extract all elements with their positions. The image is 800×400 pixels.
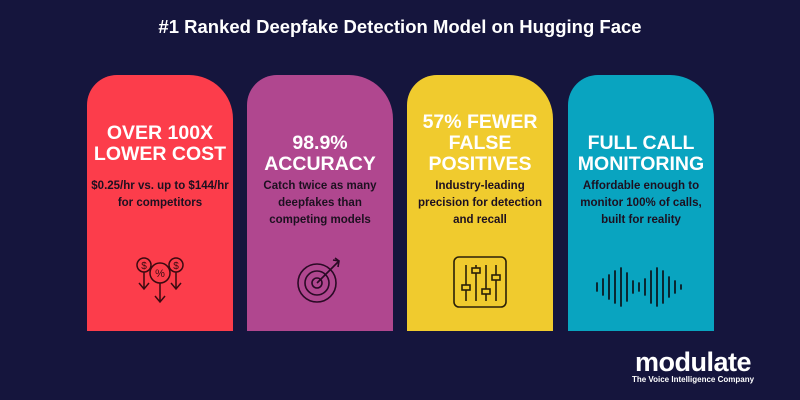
card-accuracy: 98.9% ACCURACY Catch twice as many deepf…	[247, 75, 393, 331]
card-body: Affordable enough to monitor 100% of cal…	[580, 180, 702, 226]
modulate-logo: modulate The Voice Intelligence Company	[618, 347, 768, 385]
card-heading: FULL CALL MONITORING	[577, 132, 705, 175]
svg-text:%: %	[155, 268, 165, 280]
sliders-icon	[453, 256, 507, 308]
target-icon	[297, 257, 340, 303]
card-heading: 57% FEWER FALSE POSITIVES	[422, 111, 538, 175]
soundwave-icon	[596, 267, 682, 307]
card-false-positives: 57% FEWER FALSE POSITIVES Industry-leadi…	[407, 75, 553, 331]
cost-reduction-icon: $ $ %	[136, 257, 184, 304]
card-heading: OVER 100X LOWER COST	[93, 122, 227, 165]
card-body: $0.25/hr vs. up to $144/hr for competito…	[91, 180, 229, 209]
svg-text:$: $	[173, 261, 179, 272]
card-heading: 98.9% ACCURACY	[264, 132, 376, 175]
card-lower-cost: OVER 100X LOWER COST $0.25/hr vs. up to …	[87, 75, 233, 331]
card-body: Industry-leading precision for detection…	[418, 180, 542, 226]
card-full-call-monitoring: FULL CALL MONITORING Affordable enough t…	[568, 75, 714, 331]
page-title: #1 Ranked Deepfake Detection Model on Hu…	[158, 16, 642, 37]
card-body: Catch twice as many deepfakes than compe…	[263, 180, 377, 226]
logo-wordmark: modulate	[634, 347, 752, 377]
logo-tagline: The Voice Intelligence Company	[631, 375, 755, 384]
svg-text:$: $	[141, 261, 147, 272]
